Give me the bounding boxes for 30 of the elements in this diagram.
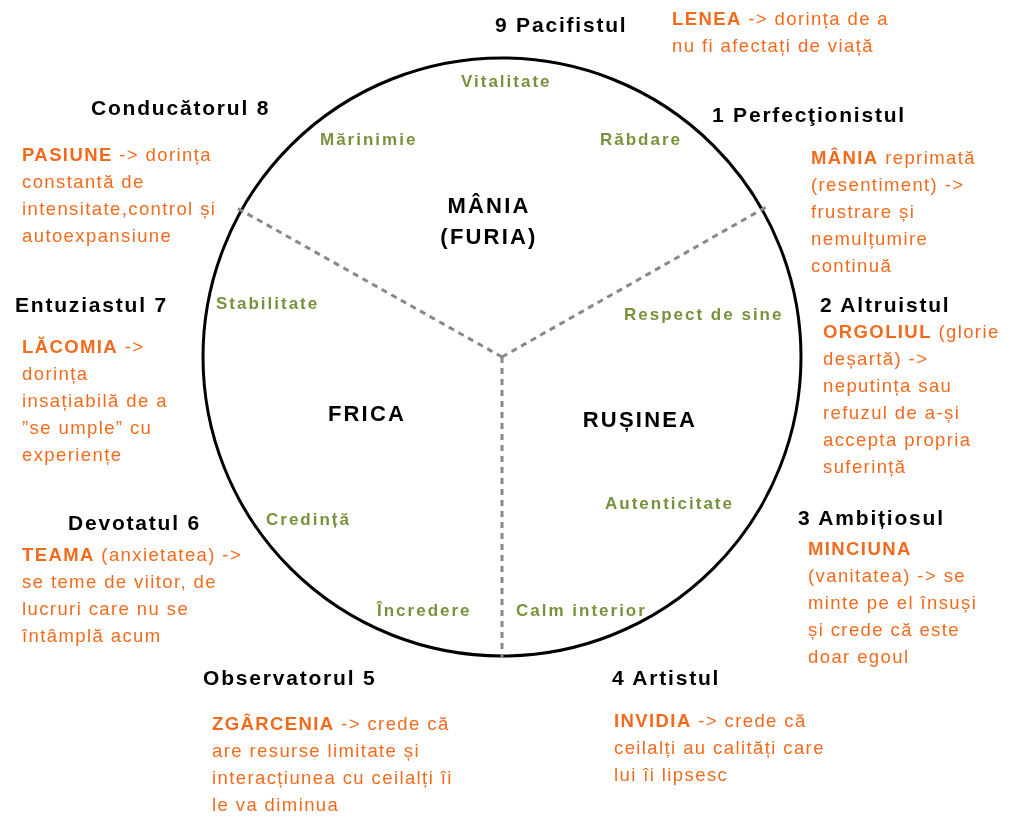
type-heading: Devotatul 6 [68, 510, 201, 536]
type-heading: Conducătorul 8 [91, 95, 271, 121]
virtue-label: Respect de sine [624, 305, 784, 326]
virtue-label: Calm interior [516, 601, 647, 622]
type-heading: Observatorul 5 [203, 665, 377, 691]
type-heading: Entuziastul 7 [15, 292, 168, 318]
passion-description: LĂCOMIA -> dorința insațiabilă de a ”se umple” cu experiențe [22, 335, 169, 467]
type-heading: 2 Altruistul [820, 292, 951, 318]
passion-description: MÂNIA reprimată (resentiment) -> frustrare și nemulțumire continuă [811, 146, 977, 278]
passion-description: ZGÂRCENIA -> crede că are resurse limitate și interacțiunea cu ceilalți îi le va diminua [212, 712, 454, 817]
virtue-label: Mărinimie [320, 130, 418, 151]
virtue-label: Autenticitate [605, 494, 734, 515]
passion-description: INVIDIA -> crede că ceilalți au calități care lui îi lipsesc [614, 709, 826, 787]
virtue-label: Credință [266, 510, 351, 531]
sector-label: MÂNIA (FURIA) [439, 192, 539, 251]
virtue-label: Încredere [377, 601, 472, 622]
sector-label: RUȘINEA [581, 406, 699, 434]
passion-description: LENEA -> dorința de a nu fi afectați de viață [672, 7, 891, 58]
virtue-label: Răbdare [600, 130, 683, 151]
passion-description: TEAMA (anxietatea) -> se teme de viitor, de lucruri care nu se întâmplă acum [22, 543, 244, 648]
type-heading: 9 Pacifistul [495, 12, 628, 38]
sector-label: FRICA [326, 400, 408, 428]
type-heading: 4 Artistul [612, 665, 721, 691]
type-heading: 3 Ambițiosul [798, 505, 945, 531]
type-heading: 1 Perfecţionistul [712, 102, 906, 128]
virtue-label: Stabilitate [216, 294, 320, 315]
passion-description: MINCIUNA (vanitatea) -> se minte pe el însuși și crede că este doar egoul [808, 537, 979, 669]
passion-description: ORGOLIUL (glorie deșartă) -> neputința sau refuzul de a-și accepta propria suferință [823, 320, 1001, 479]
virtue-label: Vitalitate [461, 72, 552, 93]
passion-description: PASIUNE -> dorința constantă de intensitate,control și autoexpansiune [22, 143, 218, 248]
